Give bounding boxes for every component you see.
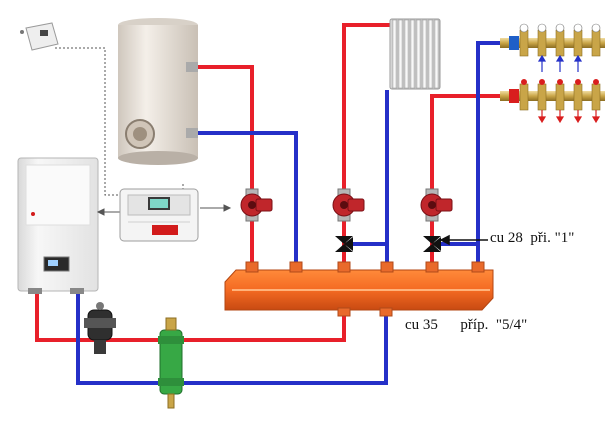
gas-boiler: [17, 157, 99, 294]
hydraulic-separator: [158, 317, 184, 409]
radiator: [389, 18, 441, 90]
pump-tank-circuit: [240, 188, 273, 222]
hot-water-tank: [118, 18, 198, 165]
radiator-supply-pipe: [342, 23, 392, 270]
pump-floor-circuit: [420, 188, 453, 222]
boiler-return-pipe: [76, 290, 160, 385]
heating-controller: [119, 188, 199, 242]
tank-return-pipe: [186, 131, 298, 270]
label-pointer-arrow: [439, 234, 488, 246]
primary-return-pipe: [180, 310, 388, 385]
floor-return-pipe: [476, 41, 502, 270]
distribution-manifold: [224, 261, 494, 317]
pump-radiator-circuit: [332, 188, 365, 222]
signal-arrows: [96, 204, 232, 216]
tank-supply-pipe: [194, 65, 254, 270]
primary-supply-pipe: [180, 310, 346, 342]
mixing-valve-radiator: [335, 236, 353, 252]
branch-pipe-label: cu 28 při. "1": [490, 230, 575, 246]
boiler-supply-pipe: [35, 290, 160, 342]
pipe-network: [35, 23, 502, 385]
dirt-separator: [84, 302, 116, 354]
main-pipe-label: cu 35 příp. "5/4": [405, 317, 528, 333]
outdoor-temperature-sensor: [20, 22, 59, 51]
mixing-valve-floor: [423, 236, 441, 252]
underfloor-manifold: [500, 23, 605, 124]
